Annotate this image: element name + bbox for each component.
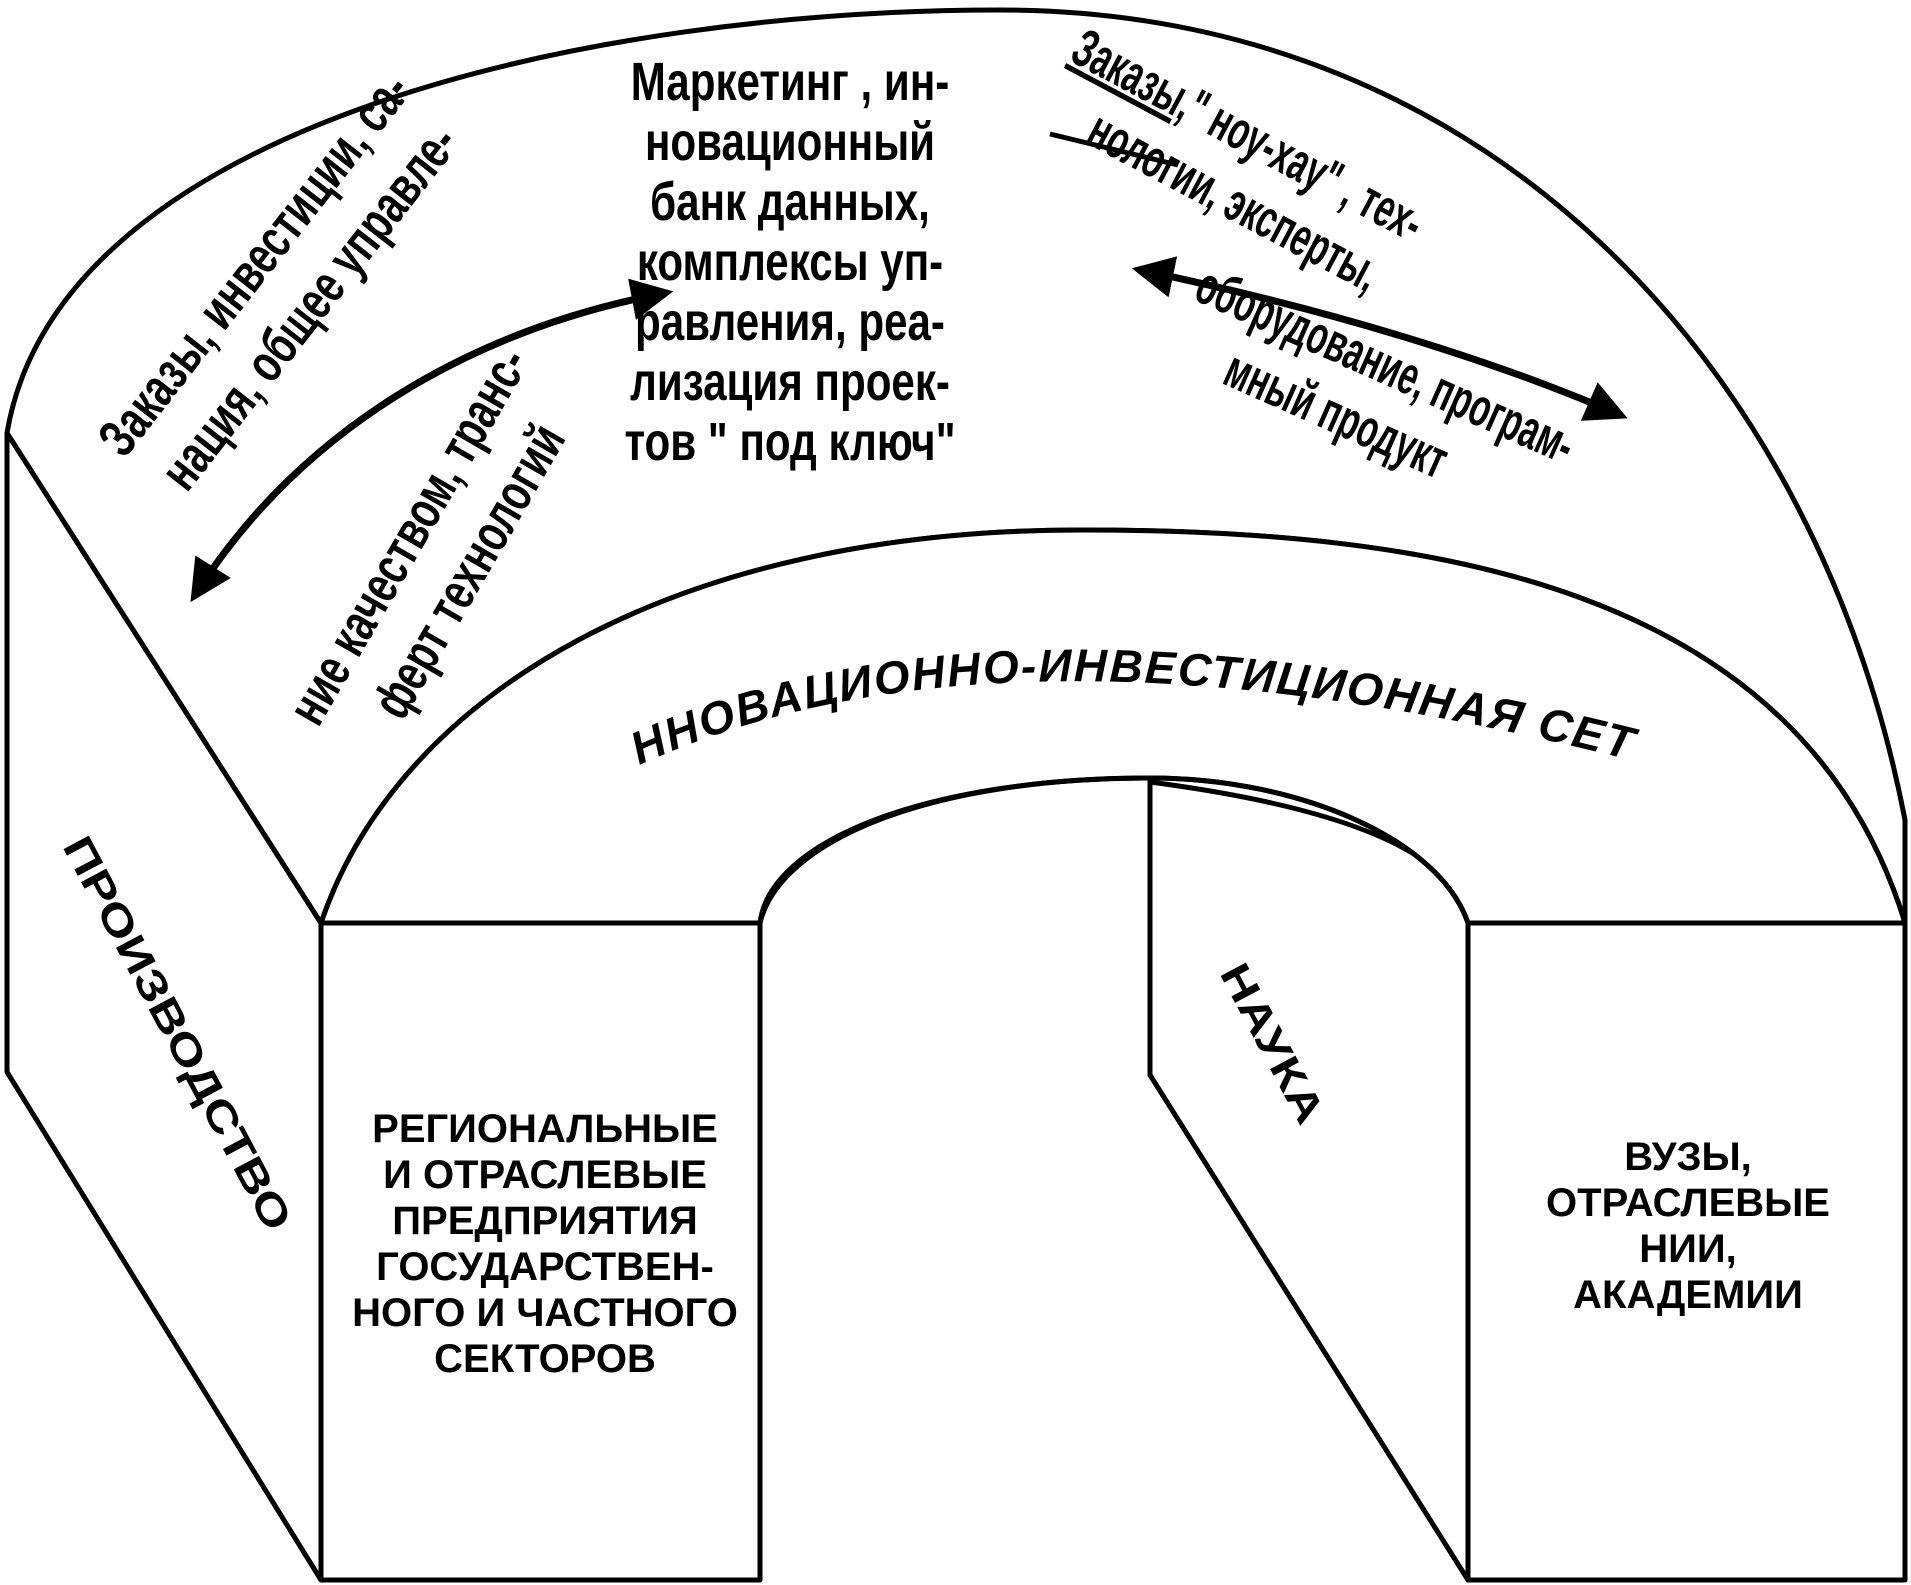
- inner-right-side-face: [1147, 779, 1471, 1583]
- right-front-text: ВУЗЫ, ОТРАСЛЕВЫЕ НИИ, АКАДЕМИИ: [1546, 1135, 1830, 1317]
- left-arrow: [190, 278, 674, 603]
- center-line: тов " под ключ": [624, 412, 955, 472]
- left-front-line: И ОТРАСЛЕВЫЕ: [383, 1153, 707, 1197]
- left-front-line: НОГО И ЧАСТНОГО: [352, 1291, 738, 1335]
- left-front-line: ГОСУДАРСТВЕН-: [376, 1245, 714, 1289]
- left-front-line: СЕКТОРОВ: [434, 1337, 656, 1381]
- center-line: комплексы уп-: [637, 232, 943, 292]
- orders-underline: [1049, 131, 1179, 168]
- center-line: равления, реа-: [635, 292, 945, 352]
- right-front-line: АКАДЕМИИ: [1573, 1273, 1803, 1317]
- right-arrow: [1131, 256, 1628, 421]
- left-front-text: РЕГИОНАЛЬНЫЕ И ОТРАСЛЕВЫЕ ПРЕДПРИЯТИЯ ГО…: [352, 1107, 738, 1381]
- right-front-line: ВУЗЫ,: [1624, 1135, 1752, 1179]
- left-front-line: ПРЕДПРИЯТИЯ: [392, 1199, 697, 1243]
- right-front-line: ОТРАСЛЕВЫЕ: [1546, 1181, 1830, 1225]
- center-line: банк данных,: [650, 172, 930, 232]
- center-line: лизация проек-: [630, 352, 950, 412]
- center-text-block: Маркетинг , ин- новационный банк данных,…: [624, 52, 955, 472]
- center-line: Маркетинг , ин-: [631, 52, 950, 112]
- center-line: новационный: [645, 112, 935, 172]
- right-front-line: НИИ,: [1639, 1227, 1737, 1271]
- left-front-line: РЕГИОНАЛЬНЫЕ: [372, 1107, 718, 1151]
